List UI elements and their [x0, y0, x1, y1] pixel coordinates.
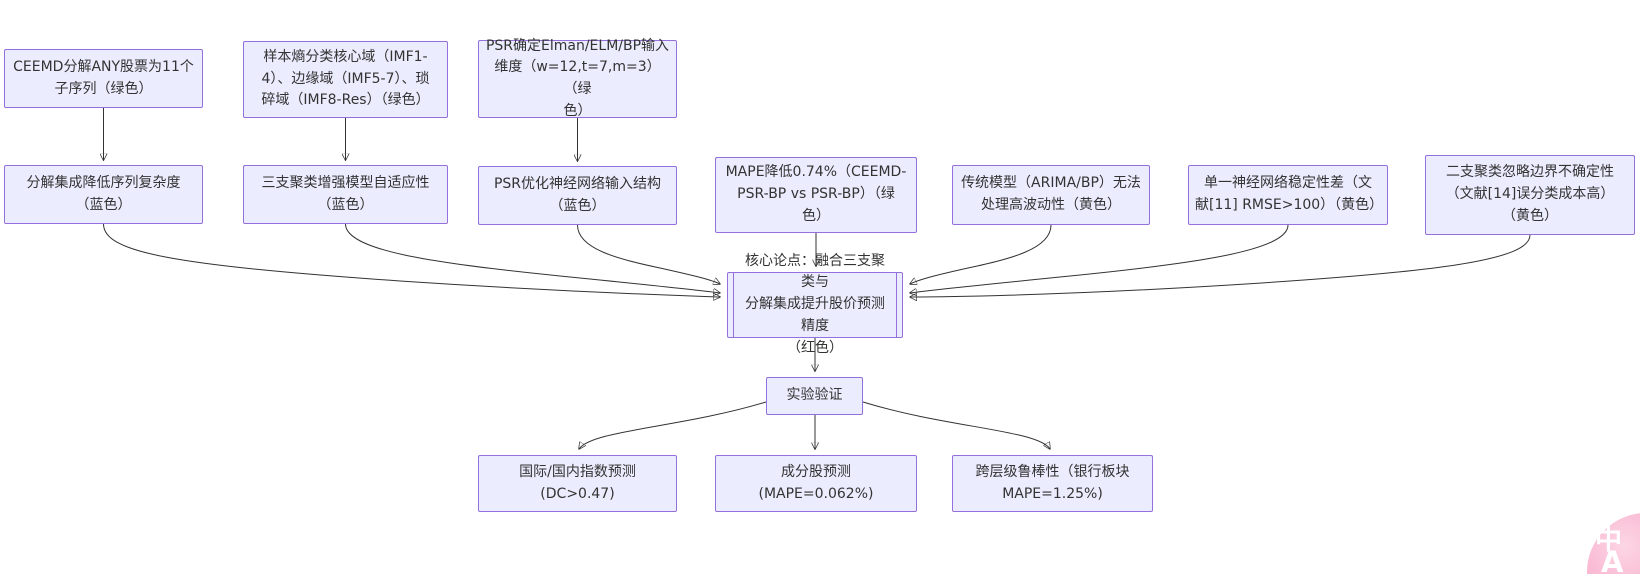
- arrow-experiment-robustness: [862, 401, 1050, 449]
- translate-badge[interactable]: 中 A: [1587, 513, 1640, 574]
- subroutine-right-line: [896, 273, 897, 337]
- translate-badge-en-label: A: [1601, 545, 1624, 574]
- node-psr-input-dimension: PSR确定Elman/ELM/BP输入 维度（w=12,t=7,m=3）（绿 色…: [478, 38, 677, 119]
- node-ceemd-decomposition: CEEMD分解ANY股票为11个 子序列（绿色）: [4, 49, 203, 108]
- arrow-twoway-core: [910, 234, 1531, 297]
- node-index-prediction: 国际/国内指数预测 (DC>0.47): [478, 455, 677, 512]
- arrow-decomp-core: [103, 223, 721, 297]
- node-two-way-clustering-limit: 二支聚类忽略边界不确定性 （文献[14]误分类成本高） （黄色）: [1425, 155, 1635, 235]
- node-traditional-model-limit: 传统模型（ARIMA/BP）无法 处理高波动性（黄色）: [952, 165, 1150, 225]
- node-sample-entropy: 样本熵分类核心域（IMF1- 4）、边缘域（IMF5-7）、琐 碎域（IMF8-…: [243, 41, 448, 118]
- node-mape-reduction: MAPE降低0.74%（CEEMD- PSR-BP vs PSR-BP）（绿 色…: [715, 157, 917, 233]
- node-core-thesis: 核心论点：融合三支聚类与 分解集成提升股价预测精度 （红色）: [727, 253, 903, 356]
- core-thesis-text: 核心论点：融合三支聚类与 分解集成提升股价预测精度 （红色）: [745, 252, 885, 356]
- node-psr-optimization: PSR优化神经网络输入结构 （蓝色）: [478, 166, 677, 225]
- subroutine-left-line: [733, 273, 734, 337]
- node-decomposition-ensemble: 分解集成降低序列复杂度 （蓝色）: [4, 165, 203, 224]
- node-constituent-stock-prediction: 成分股预测 (MAPE=0.062%): [715, 455, 917, 512]
- translate-badge-zh-label: 中: [1595, 525, 1622, 556]
- arrow-singlenn-core: [910, 224, 1289, 293]
- node-three-way-clustering: 三支聚类增强模型自适应性 （蓝色）: [243, 165, 448, 224]
- node-experiment-validation: 实验验证: [766, 377, 863, 415]
- arrow-psropt-core: [577, 224, 721, 284]
- arrow-experiment-index: [579, 401, 767, 449]
- arrow-threeway-core: [345, 223, 721, 293]
- arrow-traditional-core: [910, 224, 1052, 284]
- node-single-nn-instability: 单一神经网络稳定性差（文 献[11] RMSE>100）（黄色）: [1188, 165, 1388, 225]
- node-cross-level-robustness: 跨层级鲁棒性（银行板块 MAPE=1.25%): [952, 455, 1153, 512]
